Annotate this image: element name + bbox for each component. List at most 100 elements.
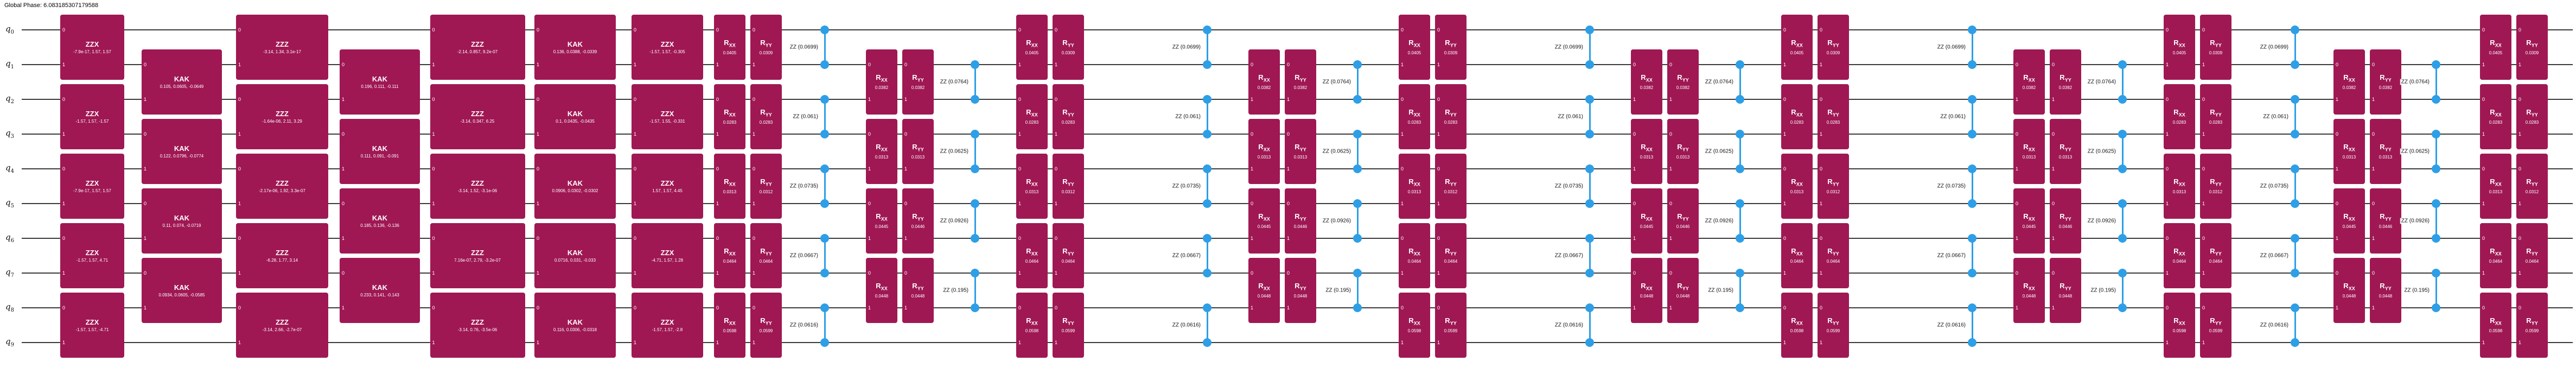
gate-params: 0.0313 [1640,155,1654,160]
rzz-connector-line [974,134,976,169]
gate-name: RXX [724,246,736,257]
gate-params: -1.64e-06, 2.11, 3.29 [262,118,302,124]
gate-params: 0.0446 [1293,224,1308,230]
gate-qubit-index: 1 [2372,305,2375,311]
gate-qubit-index: 0 [342,62,345,67]
gate-qubit-index: 1 [2052,97,2055,102]
gate-qubit-index: 1 [1018,131,1022,137]
gate-params: 0.0382 [875,85,889,91]
gate-qubit-index: 0 [2482,305,2485,311]
gate-qubit-index: 0 [62,27,66,33]
rzz-control-dot-icon [2432,234,2440,243]
gate-label: ZZZ-1.64e-06, 2.11, 3.29 [236,110,328,124]
gate-params: 0.0309 [759,50,773,56]
rzz-control-dot-icon [1968,269,1976,277]
gate-params: 0.0313 [1407,189,1421,195]
gate-qubit-index: 0 [868,201,871,206]
gate-name: RXX [724,107,736,118]
rzz-angle-label: ZZ (0.0667) [2259,252,2290,259]
gate-name: RXX [2343,212,2355,222]
gate-qubit-index: 1 [1055,270,1058,276]
gate-qubit-index: 1 [2482,270,2485,276]
gate-label: ZZZ-3.14, 2.66, -2.7e-07 [236,319,328,332]
gate-name: RXX [1791,316,1803,326]
gate-qubit-index: 0 [1018,27,1022,33]
rzz-control-dot-icon [1353,130,1362,138]
rzz-control-dot-icon [2118,269,2127,277]
gate-name: RYY [2380,73,2392,83]
gate-name: RYY [2210,316,2222,326]
gate-name: KAK [174,283,190,292]
gate-name: RXX [876,281,888,292]
gate-qubit-index: 1 [1401,201,1404,206]
gate-qubit-index: 0 [1287,131,1290,137]
gate-name: RYY [912,73,924,83]
gate-label: ZZZ-2.17e-06, 1.92, 3.3e-07 [236,180,328,193]
gate-qubit-index: 0 [1251,62,1254,67]
gate-qubit-index: 0 [432,27,435,33]
qubit-label: q6 [5,232,14,244]
gate-params: 0.0448 [1676,294,1690,299]
rzz-control-dot-icon [2118,60,2127,69]
gate-name: RYY [1677,212,1689,222]
rzz-control-dot-icon [1968,60,1976,69]
gate-name: RXX [1791,107,1803,118]
gate-params: 0.136, 0.0388, -0.0339 [553,49,597,54]
gate-qubit-index: 1 [1055,340,1058,345]
gate-qubit-index: 0 [2202,305,2205,311]
rzz-control-dot-icon [1736,164,1744,173]
gate-name: RYY [2526,316,2538,326]
gate-qubit-index: 0 [1287,270,1290,276]
rzz-control-dot-icon [2118,95,2127,104]
gate-params: 0.0445 [875,224,889,230]
gate-params: 0.0313 [1257,155,1271,160]
gate-qubit-index: 1 [1401,131,1404,137]
gate-name: RXX [1258,142,1270,153]
gate-qubit-index: 1 [1437,62,1440,67]
gate-params: 0.185, 0.136, -0.136 [360,223,399,228]
rzz-connector-line [2121,204,2124,238]
rzz-angle-label: ZZ (0.0625) [1321,148,1352,155]
gate-qubit-index: 0 [1437,166,1440,172]
gate-qubit-index: 1 [1669,305,1673,311]
rzz-control-dot-icon [2291,26,2299,34]
gate-qubit-index: 0 [1669,201,1673,206]
gate-name: RXX [1258,212,1270,222]
gate-qubit-index: 1 [868,166,871,172]
gate-qubit-index: 0 [342,270,345,276]
gate-params: 0.0906, 0.0302, -0.0302 [552,188,598,193]
rzz-control-dot-icon [1203,60,1212,69]
gate-qubit-index: 0 [634,27,637,33]
gate-qubit-index: 0 [1633,62,1636,67]
gate-qubit-index: 0 [62,166,66,172]
gate-name: RXX [2173,107,2185,118]
gate-params: 0.0382 [2022,85,2036,91]
gate-params: -3.14, 0.347, 6.25 [460,118,495,124]
rzz-control-dot-icon [820,338,829,347]
gate-qubit-index: 1 [62,131,66,137]
gate-qubit-index: 1 [1251,305,1254,311]
gate-params: 0.0283 [1444,120,1458,125]
